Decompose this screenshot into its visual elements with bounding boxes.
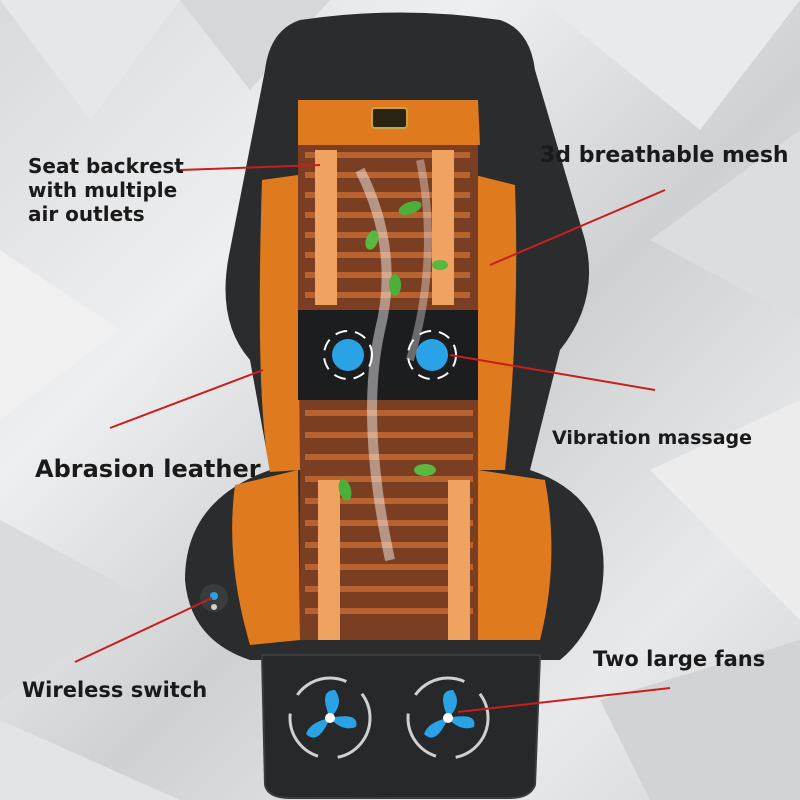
fan-pad	[260, 654, 542, 799]
leader-line-wireless	[74, 597, 213, 663]
massage-motor-icon	[323, 330, 373, 380]
leader-line-vibration	[449, 354, 656, 391]
orange-seat-surround-right	[478, 470, 552, 640]
leaf-icon	[338, 479, 352, 501]
leader-line-mesh	[489, 189, 666, 266]
orange-side-right	[475, 175, 517, 470]
label-breathable-mesh: 3d breathable mesh	[540, 143, 789, 168]
leaf-icon	[389, 274, 401, 296]
label-two-large-fans: Two large fans	[593, 647, 766, 671]
fan-icon	[288, 676, 372, 760]
label-seat-backrest: Seat backrest with multiple air outlets	[28, 154, 228, 226]
label-seat-backrest-line1: Seat backrest	[28, 154, 184, 178]
label-seat-backrest-line2: with multiple	[28, 178, 178, 202]
leader-line-fans	[457, 687, 671, 713]
remote-button-icon	[200, 584, 228, 612]
fan-icon	[406, 676, 490, 760]
label-vibration-massage: Vibration massage	[552, 427, 753, 449]
leaf-icon	[365, 230, 379, 250]
leaf-icon	[398, 201, 422, 215]
label-wireless-switch: Wireless switch	[22, 678, 208, 702]
massage-motor-icon	[407, 330, 457, 380]
leader-line-backrest	[179, 164, 321, 171]
orange-seat-surround	[232, 470, 300, 645]
orange-side-left	[259, 175, 300, 472]
leaf-icon	[432, 260, 448, 270]
leader-line-leather	[109, 369, 264, 429]
label-seat-backrest-line3: air outlets	[28, 202, 145, 226]
leaf-icon	[414, 464, 436, 476]
brand-badge	[371, 107, 408, 129]
label-abrasion-leather: Abrasion leather	[35, 455, 261, 483]
